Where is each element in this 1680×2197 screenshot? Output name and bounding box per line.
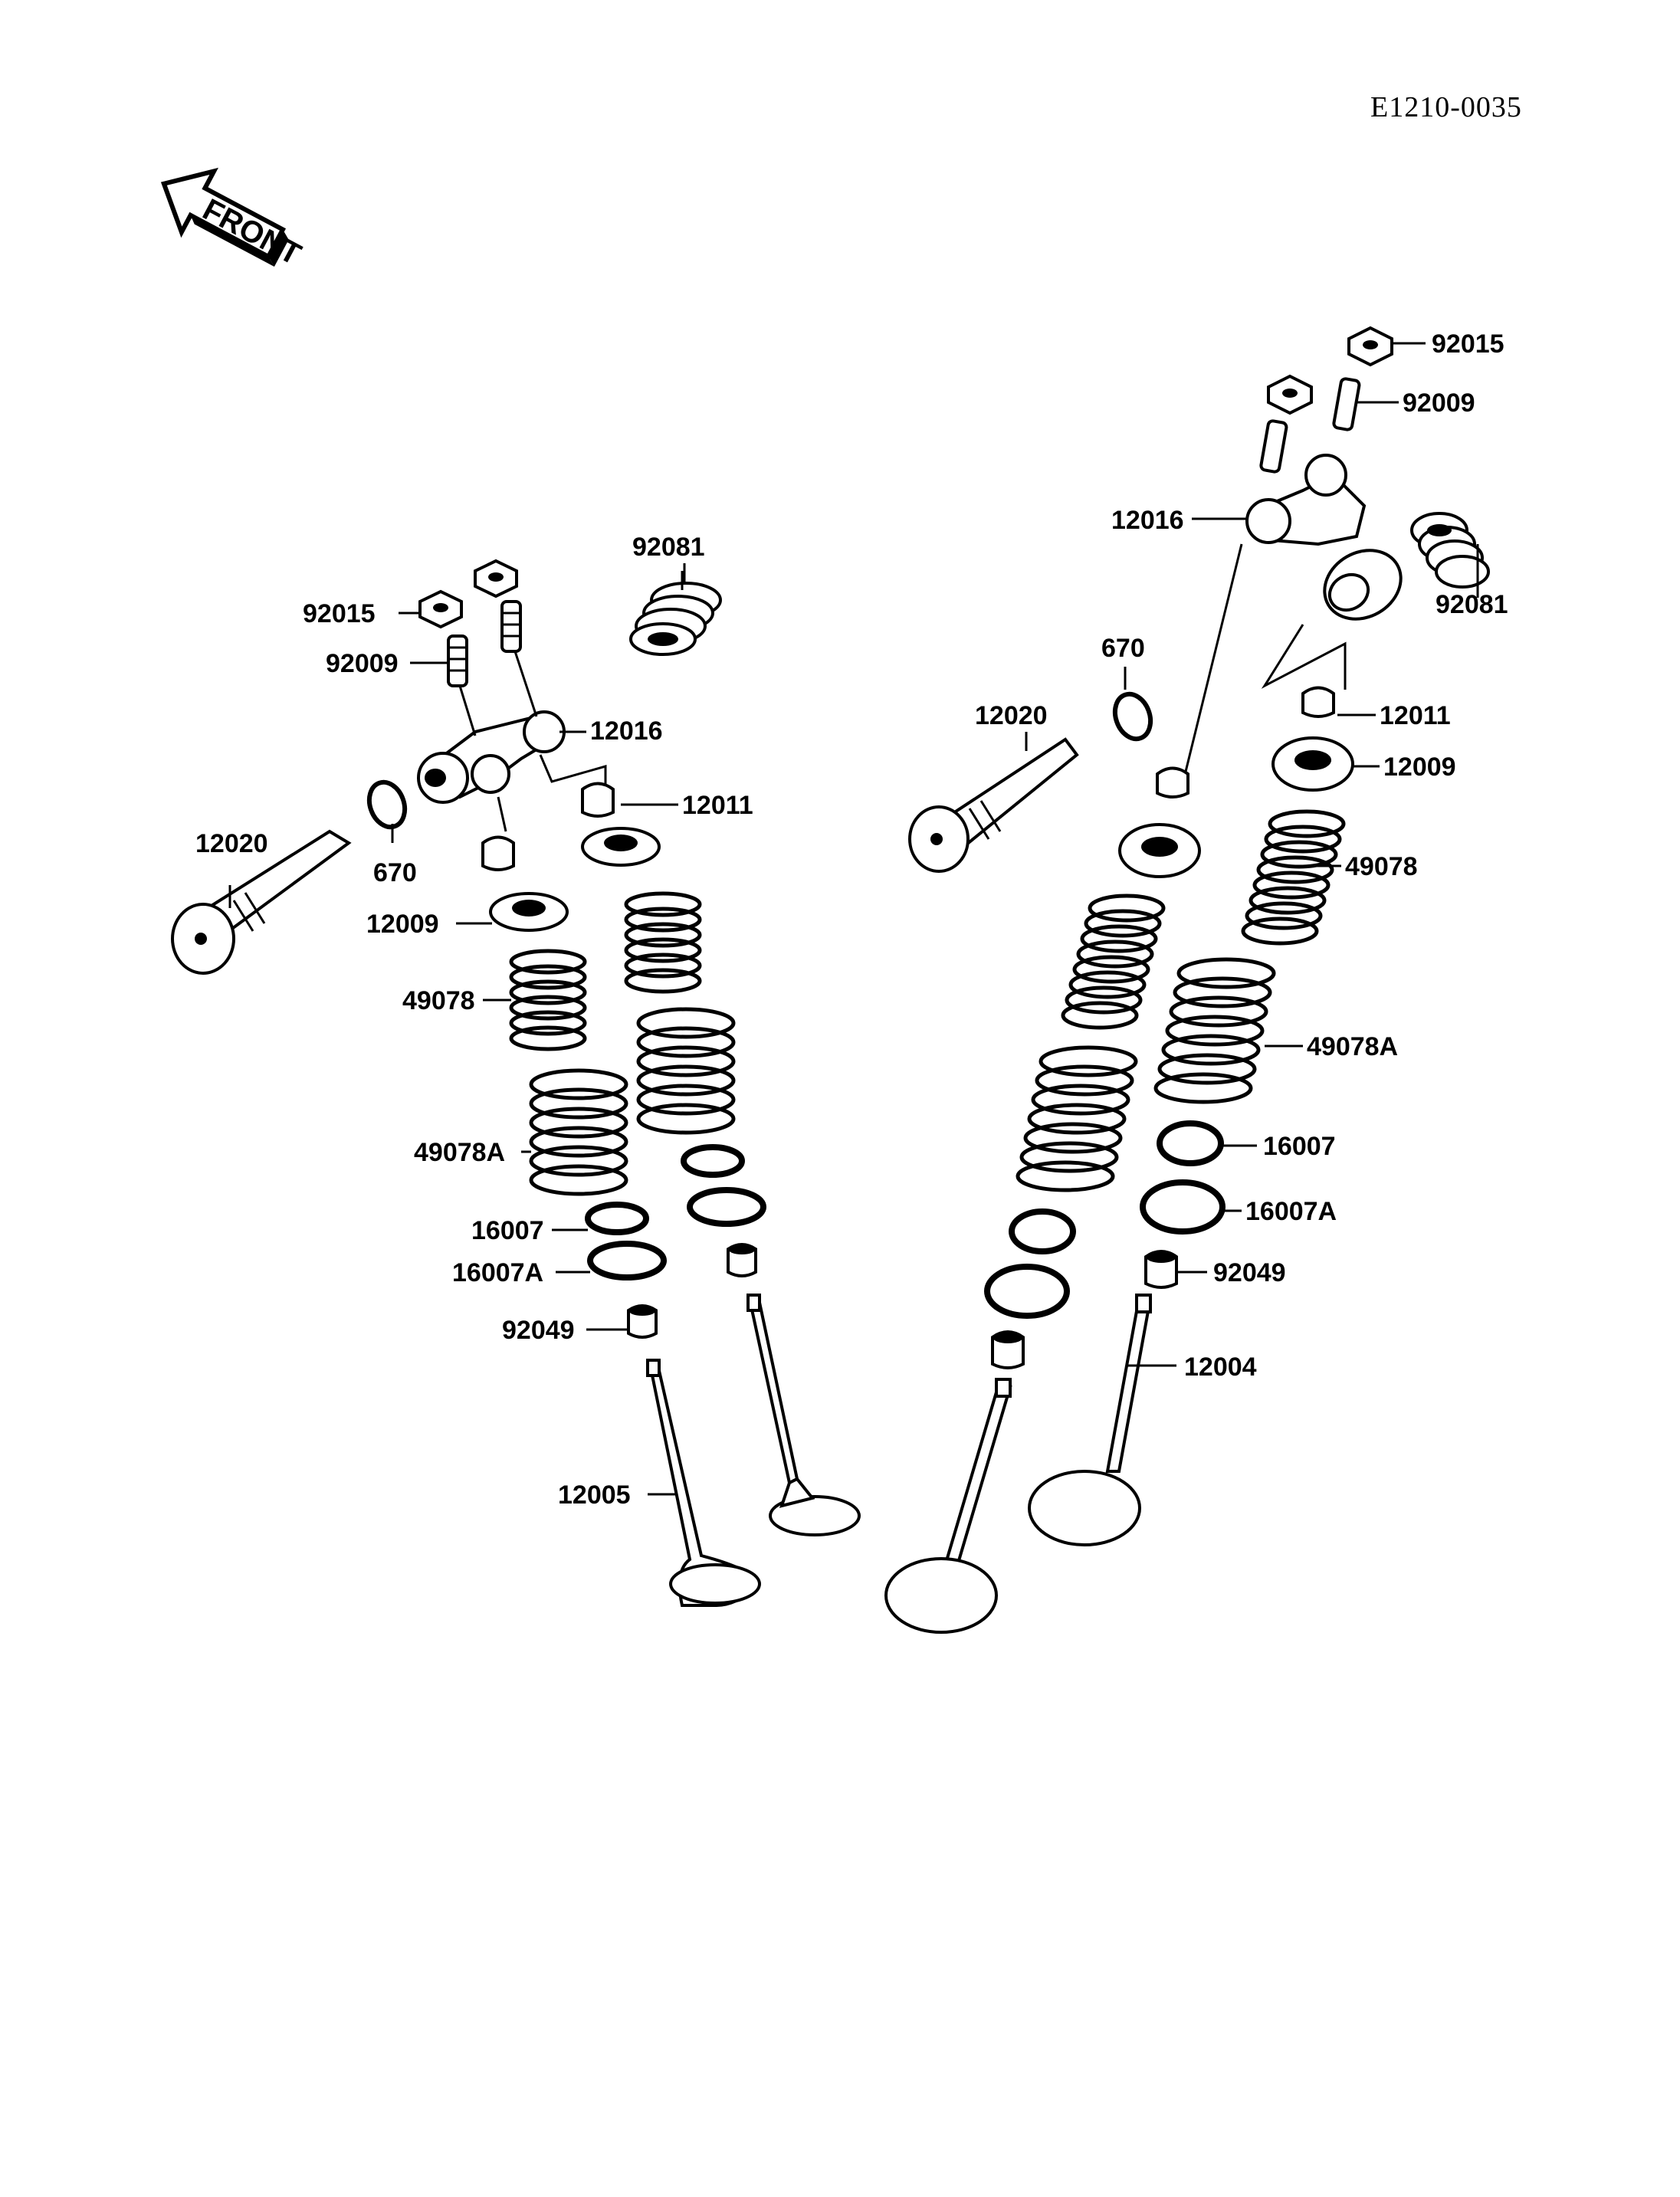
right-seat-16007-b	[1009, 1208, 1076, 1254]
left-exhaust-valve-12005-b	[746, 1294, 861, 1536]
label-right-92049: 92049	[1213, 1258, 1286, 1287]
label-right-16007A: 16007A	[1245, 1197, 1337, 1226]
right-intake-valve-12004	[1028, 1294, 1152, 1546]
right-o-ring-670	[1112, 691, 1153, 742]
label-right-92081: 92081	[1436, 590, 1508, 619]
label-left-12011: 12011	[682, 791, 753, 820]
right-seat-16007A-b	[984, 1264, 1070, 1319]
left-cotter-12011	[581, 782, 615, 818]
right-intake-valve-12004-b	[884, 1378, 1012, 1634]
label-right-12016: 12016	[1111, 506, 1184, 535]
label-right-12011: 12011	[1380, 701, 1451, 730]
left-retainer-12009	[489, 892, 569, 932]
label-left-12009: 12009	[366, 910, 439, 939]
label-right-16007: 16007	[1263, 1132, 1336, 1161]
label-left-92081: 92081	[632, 533, 705, 562]
left-rocker-shaft-12020	[171, 829, 352, 975]
right-inner-spring-49078-b	[1061, 894, 1166, 1030]
left-inner-spring-49078	[511, 951, 585, 1049]
label-right-92015: 92015	[1432, 330, 1504, 359]
label-right-12009: 12009	[1383, 753, 1456, 782]
right-valve-spring-92081	[1410, 512, 1490, 589]
left-stem-seal-92049-b	[727, 1243, 757, 1277]
left-nut-92015-b	[474, 559, 518, 598]
label-left-49078A: 49078A	[414, 1138, 505, 1167]
right-nut-92015-b	[1267, 374, 1313, 415]
right-rocker-shaft-12020	[908, 737, 1079, 873]
left-exhaust-valve-12005	[646, 1359, 761, 1607]
right-inner-spring-49078	[1241, 809, 1346, 946]
left-cotter-12011-b	[481, 835, 515, 871]
left-retainer-12009-b	[581, 827, 661, 867]
label-left-92015: 92015	[303, 599, 376, 628]
right-nut-92015	[1347, 326, 1393, 367]
label-left-670: 670	[373, 858, 417, 887]
left-adjust-screw-92009-b	[500, 600, 522, 653]
left-seat-16007A-b	[687, 1187, 766, 1227]
label-left-16007A: 16007A	[452, 1258, 543, 1287]
left-o-ring-670	[366, 779, 408, 830]
left-seat-16007-b	[681, 1144, 745, 1178]
label-left-92009: 92009	[326, 649, 399, 678]
left-stem-seal-92049	[627, 1304, 658, 1339]
label-left-16007: 16007	[471, 1216, 544, 1245]
right-outer-spring-49078A	[1153, 957, 1276, 1104]
label-left-12016: 12016	[590, 716, 663, 746]
labels-right: 92015 92009 12016 92081 670 12020 12011 …	[975, 330, 1508, 1382]
label-right-92009: 92009	[1403, 389, 1475, 418]
label-right-49078: 49078	[1345, 852, 1418, 881]
label-left-12005: 12005	[558, 1481, 631, 1510]
front-arrow-icon: FRONT	[160, 167, 307, 272]
right-retainer-12009	[1271, 736, 1354, 792]
right-adjust-screw-92009-b	[1259, 419, 1288, 474]
right-cotter-12011-b	[1156, 766, 1189, 798]
label-left-49078: 49078	[402, 986, 475, 1015]
right-seat-16007	[1157, 1120, 1224, 1166]
label-right-49078A: 49078A	[1307, 1032, 1398, 1061]
left-inner-spring-49078-b	[626, 894, 700, 992]
left-seat-16007	[585, 1202, 649, 1235]
right-cotter-12011	[1301, 686, 1335, 718]
diagram-code: E1210-0035	[1370, 91, 1522, 123]
right-stem-seal-92049-b	[991, 1330, 1025, 1369]
label-left-92049: 92049	[502, 1316, 575, 1345]
label-right-12020: 12020	[975, 701, 1048, 730]
left-nut-92015	[418, 589, 463, 629]
right-seat-16007A	[1140, 1179, 1226, 1235]
leader-lines	[228, 342, 1479, 1496]
right-outer-spring-49078A-b	[1016, 1045, 1138, 1192]
left-adjust-screw-92009	[447, 635, 468, 687]
label-right-12004: 12004	[1184, 1353, 1257, 1382]
left-outer-spring-49078A-b	[636, 1007, 736, 1135]
right-rocker-arm-12016	[1245, 454, 1403, 621]
right-adjust-screw-92009	[1332, 377, 1361, 431]
left-seat-16007A	[587, 1241, 667, 1280]
right-retainer-12009-b	[1118, 823, 1201, 878]
left-rocker-arm-12016	[417, 710, 566, 804]
label-right-670: 670	[1101, 634, 1145, 663]
right-stem-seal-92049	[1144, 1250, 1178, 1289]
labels-left: 92081 92015 92009 12016 12011 12020 670 …	[195, 533, 753, 1510]
left-valve-spring-92081	[629, 582, 722, 656]
label-left-12020: 12020	[195, 829, 268, 858]
left-outer-spring-49078A	[529, 1068, 628, 1196]
